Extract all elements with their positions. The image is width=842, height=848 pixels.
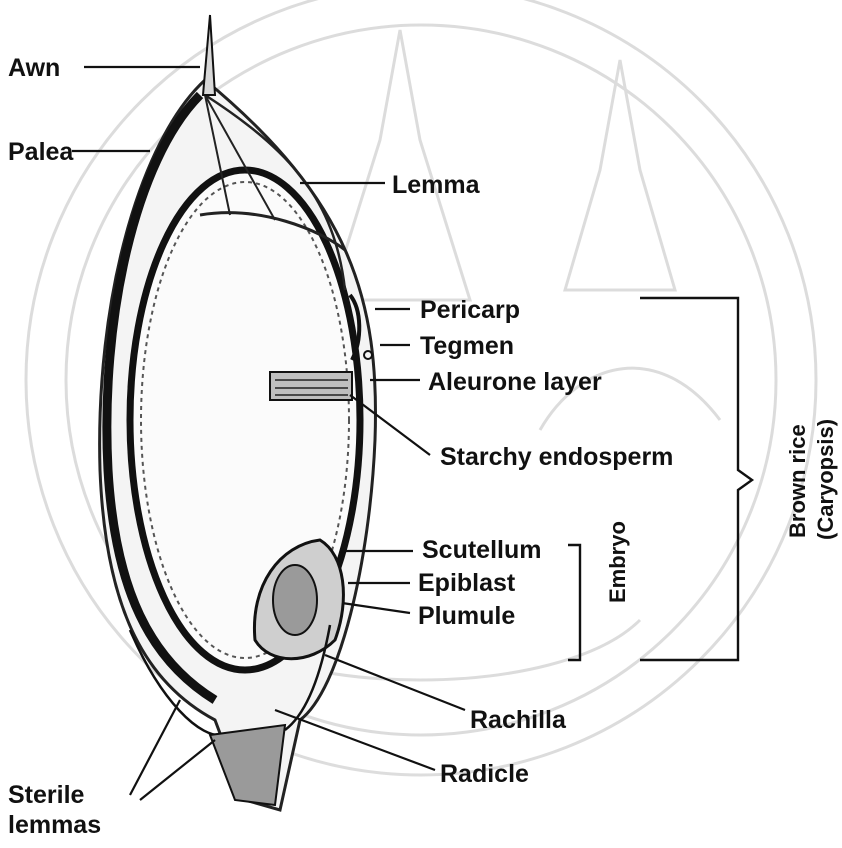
label-lemma: Lemma [392,171,481,199]
label-starchy-endosperm: Starchy endosperm [440,443,673,471]
label-plumule: Plumule [418,602,515,630]
label-aleurone-layer: Aleurone layer [428,368,602,396]
rachilla-leader [325,655,465,710]
brackets [568,298,752,660]
label-palea: Palea [8,138,74,166]
label-pericarp: Pericarp [420,296,520,324]
label-epiblast: Epiblast [418,569,516,597]
embryo-bracket [568,545,580,660]
label-scutellum: Scutellum [422,536,541,564]
label-tegmen: Tegmen [420,332,514,360]
sterile-lemmas-leader-2 [140,740,215,800]
grain-body [100,15,376,810]
label-caryopsis: (Caryopsis) [813,419,838,540]
sterile-lemmas-leader-1 [130,700,180,795]
label-awn: Awn [8,54,60,82]
label-brown-rice: Brown rice [785,424,810,538]
label-rachilla: Rachilla [470,706,567,734]
radicle-leader [275,710,435,770]
label-sterile-lemmas-line2: lemmas [8,811,101,839]
label-embryo: Embryo [605,521,630,603]
label-radicle: Radicle [440,760,529,788]
label-sterile-lemmas-line1: Sterile [8,781,85,809]
